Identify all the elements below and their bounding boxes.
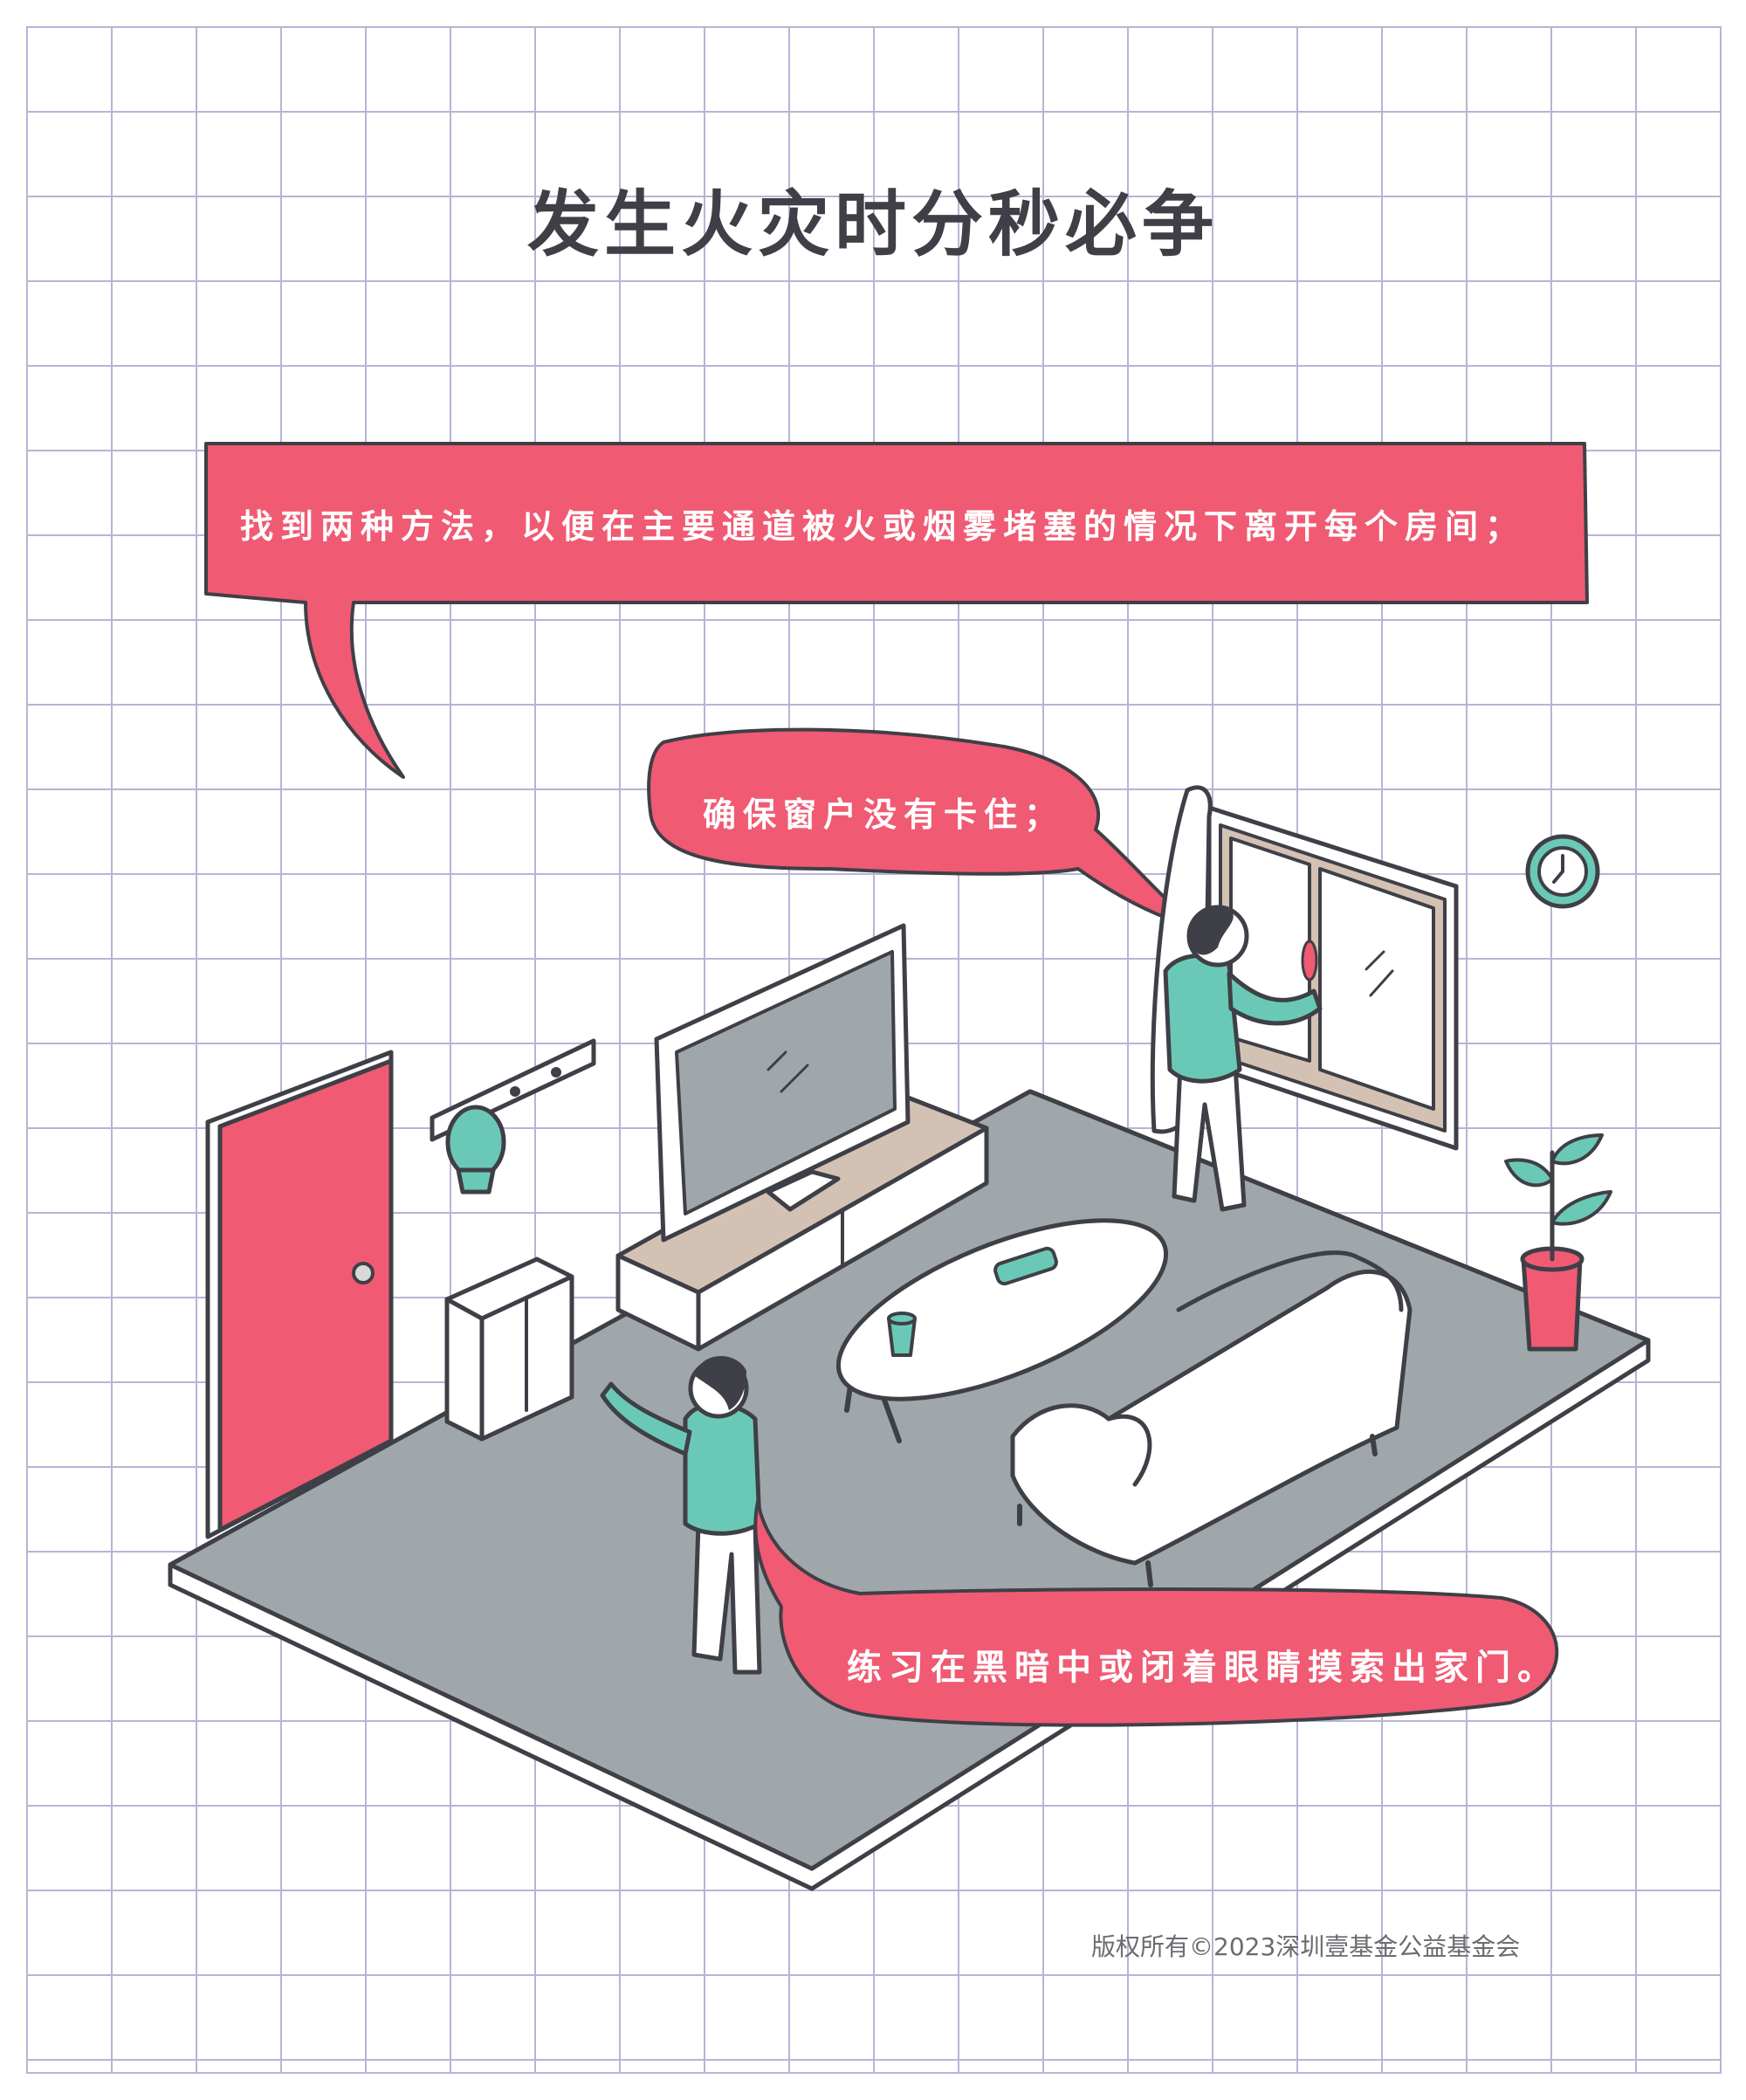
sofa [1010, 1250, 1413, 1587]
coffee-table [835, 1218, 1169, 1443]
wall-hook-rack [430, 1038, 596, 1195]
speech-bubble-bottom [753, 1500, 1559, 1727]
window [1206, 805, 1459, 1151]
speech-bubble-window [647, 727, 1205, 932]
cabinet [444, 1257, 574, 1442]
television [654, 923, 911, 1243]
page-title: 发生火灾时分秒必争 [526, 183, 1219, 266]
bottom-bubble-text: 练习在黑暗中或闭着眼睛摸索出家门。 [847, 1648, 1559, 1688]
top-bubble-text: 找到两种方法，以便在主要通道被火或烟雾堵塞的情况下离开每个房间； [240, 507, 1526, 546]
person-at-window [1163, 905, 1323, 1212]
remote-icon [993, 1246, 1058, 1286]
copyright-notice: 版权所有©2023深圳壹基金公益基金会 [1091, 1932, 1521, 1961]
floor [168, 1089, 1651, 1891]
door [205, 1050, 394, 1539]
plant-icon [1504, 1133, 1612, 1352]
speech-bubble-top [204, 442, 1589, 779]
person-walking [600, 1355, 762, 1675]
window-bubble-text: 确保窗户没有卡住； [703, 795, 1065, 834]
cup-icon [887, 1312, 917, 1357]
clock-icon [1525, 834, 1600, 909]
